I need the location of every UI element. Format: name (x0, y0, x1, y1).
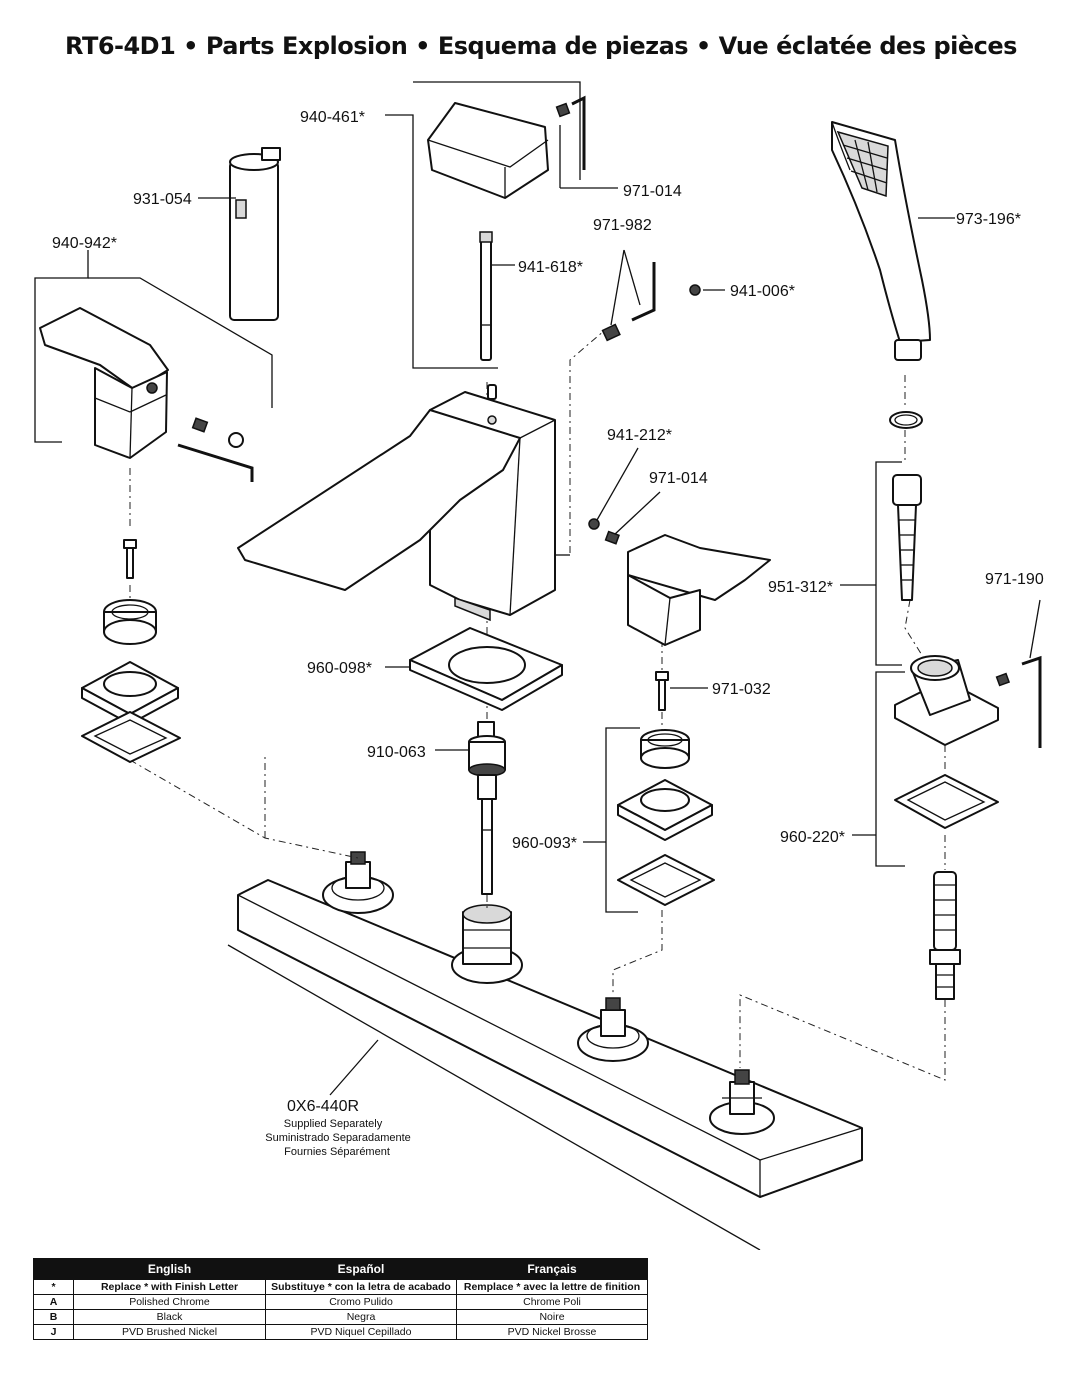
assembly-lines (129, 329, 946, 1081)
left-handle-group (34, 250, 273, 763)
gasket-left (81, 711, 181, 763)
gasket-right (617, 854, 715, 906)
table-row: J PVD Brushed Nickel PVD Niquel Cepillad… (33, 1324, 648, 1340)
set-screw-icon (601, 323, 621, 342)
finish-code: * (33, 1279, 74, 1295)
header-english: English (73, 1258, 266, 1280)
finish-espanol: Substituye * con la letra de acabado (265, 1279, 457, 1295)
gasket-diverter (894, 774, 999, 829)
hex-key-icon (571, 95, 586, 170)
label-0x6-440r: 0X6-440R (287, 1098, 359, 1115)
finish-table: English Español Français * Replace * wit… (33, 1258, 648, 1340)
label-960-098: 960-098* (307, 660, 372, 677)
hex-key-icon (1021, 655, 1042, 748)
finish-english: PVD Brushed Nickel (73, 1324, 266, 1340)
escutcheon-group-right (583, 727, 715, 913)
diagram-title: RT6-4D1 • Parts Explosion • Esquema de p… (65, 32, 1017, 60)
finish-code: B (33, 1309, 74, 1325)
header-francais: Français (456, 1258, 648, 1280)
finish-espanol: Cromo Pulido (265, 1294, 457, 1310)
finish-english: Replace * with Finish Letter (73, 1279, 266, 1295)
finish-english: Polished Chrome (73, 1294, 266, 1310)
hand-shower-973-196 (831, 121, 955, 429)
deck-spout-base (451, 904, 523, 984)
o-ring-icon (889, 411, 923, 429)
deck-valve-left (322, 851, 394, 914)
set-screw-kit (601, 249, 725, 342)
bonnet-nut (103, 599, 157, 645)
label-910-063: 910-063 (367, 744, 426, 761)
label-941-006: 941-006* (730, 283, 795, 300)
finish-francais: PVD Nickel Brosse (456, 1324, 648, 1340)
diverter-group (852, 599, 1042, 1000)
hex-key-icon (631, 262, 656, 322)
bonnet-nut (640, 729, 690, 769)
button-icon (228, 432, 244, 448)
screw-icon (655, 671, 669, 711)
label-971-982: 971-982 (593, 217, 652, 234)
label-973-196: 973-196* (956, 211, 1021, 228)
stem-extension (479, 231, 493, 361)
label-940-461: 940-461* (300, 109, 365, 126)
label-971-032: 971-032 (712, 681, 771, 698)
label-960-220: 960-220* (780, 829, 845, 846)
finish-francais: Remplace * avec la lettre de finition (456, 1279, 648, 1295)
sleeve-931-054 (198, 147, 281, 321)
deck-diverter (709, 1069, 775, 1135)
finish-code: A (33, 1294, 74, 1310)
supplied-note-es: Suministrado Separadamente (265, 1132, 411, 1144)
finish-francais: Noire (456, 1309, 648, 1325)
header-espanol: Español (265, 1258, 457, 1280)
pin-icon (487, 384, 497, 400)
label-940-942: 940-942* (52, 235, 117, 252)
supplied-note-en: Supplied Separately (284, 1118, 383, 1130)
escutcheon-right (617, 779, 713, 841)
label-971-014-top: 971-014 (623, 183, 682, 200)
finish-espanol: Negra (265, 1309, 457, 1325)
parts-explosion-diagram: 940-461* 971-014 931-054 941-618* 971-98… (34, 81, 1044, 1250)
hose-connector (929, 871, 961, 1000)
spout-body (237, 384, 556, 622)
set-screw-icon (191, 417, 209, 433)
label-960-093: 960-093* (512, 835, 577, 852)
part-labels: 940-461* 971-014 931-054 941-618* 971-98… (52, 109, 1044, 1158)
top-handle-group (385, 81, 618, 369)
table-row: B Black Negra Noire (33, 1309, 648, 1325)
hex-key-icon (177, 443, 254, 482)
label-941-618: 941-618* (518, 259, 583, 276)
hose-951-312 (840, 461, 922, 666)
label-941-212: 941-212* (607, 427, 672, 444)
deck-plate (227, 879, 863, 1250)
finish-table-header: English Español Français (33, 1258, 648, 1280)
screw-icon (123, 539, 137, 579)
set-screw-icon (555, 102, 571, 118)
label-971-190: 971-190 (985, 571, 1044, 588)
set-screw-icon (995, 672, 1011, 687)
set-screw-icon (604, 530, 620, 545)
spray-face (836, 130, 889, 198)
deck-valve-right (577, 997, 649, 1062)
button-icon (588, 518, 600, 530)
button-icon (689, 284, 701, 296)
label-931-054: 931-054 (133, 191, 192, 208)
finish-english: Black (73, 1309, 266, 1325)
finish-francais: Chrome Poli (456, 1294, 648, 1310)
escutcheon-spout (385, 627, 563, 711)
supplied-note-fr: Fournies Séparément (284, 1146, 390, 1158)
cartridge-910-063 (435, 721, 506, 895)
right-handle-group (555, 447, 771, 711)
finish-code: J (33, 1324, 74, 1340)
finish-espanol: PVD Niquel Cepillado (265, 1324, 457, 1340)
header-blank (33, 1258, 74, 1280)
table-row: * Replace * with Finish Letter Substituy… (33, 1279, 648, 1295)
label-971-014-mid: 971-014 (649, 470, 708, 487)
label-951-312: 951-312* (768, 579, 833, 596)
table-row: A Polished Chrome Cromo Pulido Chrome Po… (33, 1294, 648, 1310)
